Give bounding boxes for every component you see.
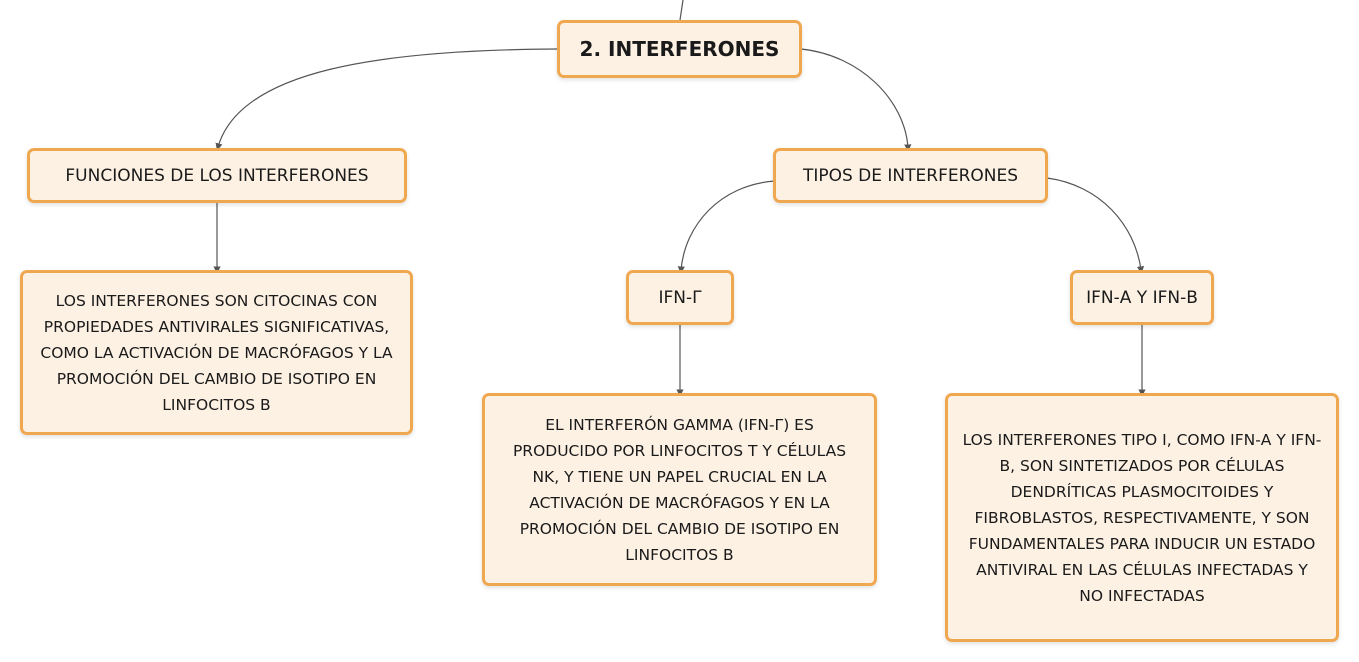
- connector-parent-to-root: [679, 0, 684, 21]
- connector-tipos-to-ifn-ab: [1046, 177, 1145, 274]
- node-funciones-de-los-interferones[interactable]: FUNCIONES DE LOS INTERFERONES: [27, 148, 407, 203]
- node-tipos-de-interferones[interactable]: TIPOS DE INTERFERONES: [773, 148, 1048, 203]
- connector-root-to-tipos: [800, 48, 912, 152]
- node-funciones-description[interactable]: LOS INTERFERONES SON CITOCINAS CON PROPI…: [20, 270, 413, 435]
- node-interferones-root[interactable]: 2. INTERFERONES: [557, 20, 802, 78]
- connector-tipos-to-ifn-gamma: [677, 180, 776, 274]
- node-ifn-gamma-description[interactable]: EL INTERFERÓN GAMMA (IFN-Γ) ES PRODUCIDO…: [482, 393, 877, 586]
- connector-root-to-funciones: [215, 48, 558, 151]
- node-ifn-alpha-beta[interactable]: IFN-Α Y IFN-Β: [1070, 270, 1214, 325]
- node-ifn-alpha-beta-description[interactable]: LOS INTERFERONES TIPO I, COMO IFN-Α Y IF…: [945, 393, 1339, 642]
- node-ifn-gamma[interactable]: IFN-Γ: [626, 270, 734, 325]
